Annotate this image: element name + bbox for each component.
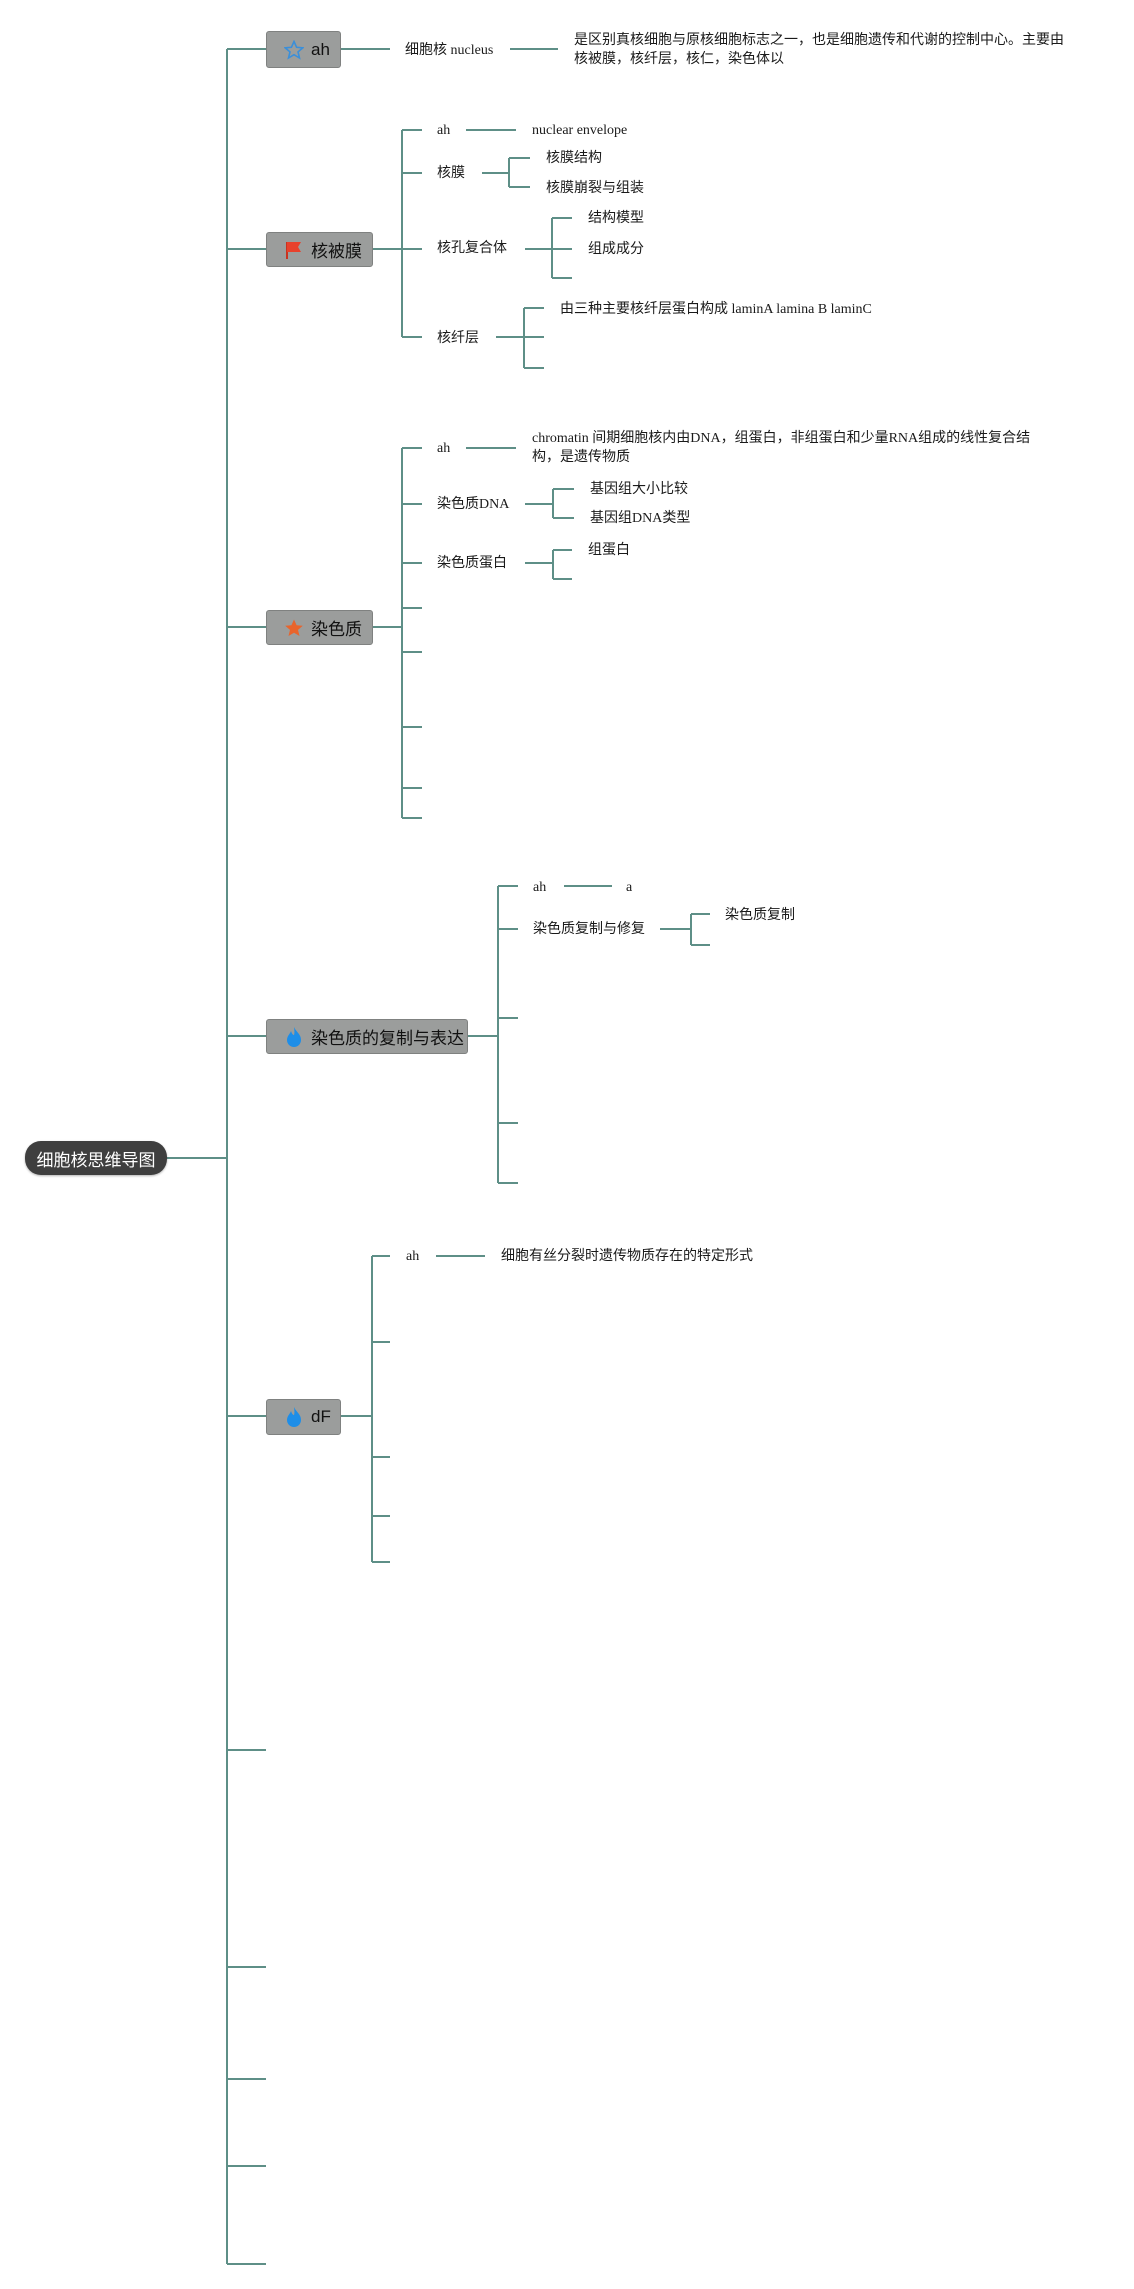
node-histone[interactable]: 组蛋白 — [588, 541, 630, 560]
root-label: 细胞核思维导图 — [36, 1150, 156, 1170]
topic-chromatin[interactable]: 染色质 — [266, 610, 373, 645]
node-label: ah — [437, 123, 451, 138]
node-label: 组蛋白 — [588, 543, 630, 558]
root-node[interactable]: 细胞核思维导图 — [25, 1141, 167, 1175]
node-ah[interactable]: ah — [437, 439, 450, 458]
node-genome-dna-types[interactable]: 基因组DNA类型 — [590, 509, 690, 528]
node-label: 基因组DNA类型 — [590, 511, 691, 526]
node-membrane-breakdown[interactable]: 核膜崩裂与组装 — [546, 179, 644, 198]
node-label: 染色质蛋白 — [437, 556, 507, 571]
node-label: a — [626, 880, 633, 895]
node-label: 染色质复制与修复 — [533, 922, 645, 937]
node-replication-repair[interactable]: 染色质复制与修复 — [533, 920, 645, 939]
node-nuclear-membrane[interactable]: 核膜 — [437, 164, 465, 183]
node-nuclear-lamina[interactable]: 核纤层 — [437, 329, 479, 348]
node-composition[interactable]: 组成成分 — [588, 240, 644, 259]
node-chromatin-protein[interactable]: 染色质蛋白 — [437, 554, 507, 573]
node-label: 细胞有丝分裂时遗传物质存在的特定形式 — [501, 1249, 753, 1264]
node-label: 核膜结构 — [546, 151, 602, 166]
node-label: 是区别真核细胞与原核细胞标志之一，也是细胞遗传和代谢的控制中心。主要由核被膜，核… — [574, 33, 1064, 67]
node-membrane-structure[interactable]: 核膜结构 — [546, 149, 602, 168]
topic-nuclear-envelope[interactable]: 核被膜 — [266, 232, 373, 267]
node-lamin-proteins[interactable]: 由三种主要核纤层蛋白构成 laminA lamina B laminC — [560, 300, 872, 319]
topic-label: 核被膜 — [311, 242, 362, 261]
node-nuclear-envelope-en[interactable]: nuclear envelope — [532, 121, 627, 140]
node-nuclear-pore-complex[interactable]: 核孔复合体 — [437, 239, 507, 258]
node-label: 核孔复合体 — [437, 241, 507, 256]
topic-chromatin-replication[interactable]: 染色质的复制与表达 — [266, 1019, 468, 1054]
node-label: ah — [437, 441, 451, 456]
topic-df[interactable]: dF — [266, 1399, 341, 1435]
node-label: 染色质复制 — [725, 908, 795, 923]
node-label: ah — [533, 880, 547, 895]
node-label: 核膜崩裂与组装 — [546, 181, 644, 196]
node-structure-model[interactable]: 结构模型 — [588, 209, 644, 228]
node-label: 组成成分 — [588, 242, 644, 257]
node-label: 核纤层 — [437, 331, 479, 346]
node-chromatin-replication[interactable]: 染色质复制 — [725, 906, 795, 925]
node-a[interactable]: a — [626, 878, 632, 897]
topic-ah[interactable]: ah — [266, 31, 341, 68]
node-label: 基因组大小比较 — [590, 482, 688, 497]
flame-icon — [283, 1026, 305, 1048]
node-mitotic-genetic-material[interactable]: 细胞有丝分裂时遗传物质存在的特定形式 — [501, 1247, 753, 1266]
node-ah[interactable]: ah — [533, 878, 546, 897]
node-ah[interactable]: ah — [437, 121, 450, 140]
node-chromatin-definition[interactable]: chromatin 间期细胞核内由DNA，组蛋白，非组蛋白和少量RNA组成的线性… — [532, 429, 1042, 467]
node-label: 结构模型 — [588, 211, 644, 226]
node-label: 核膜 — [437, 166, 465, 181]
topic-label: 染色质 — [311, 620, 362, 639]
star-icon — [283, 617, 305, 639]
node-nucleus[interactable]: 细胞核 nucleus — [405, 41, 493, 60]
node-label: ah — [406, 1249, 420, 1264]
node-label: nuclear envelope — [532, 123, 628, 138]
node-label: 细胞核 nucleus — [405, 43, 494, 58]
node-label: 由三种主要核纤层蛋白构成 laminA lamina B laminC — [560, 302, 872, 317]
flag-icon — [283, 239, 305, 261]
flame-icon — [283, 1406, 305, 1428]
node-chromatin-dna[interactable]: 染色质DNA — [437, 495, 509, 514]
node-label: 染色质DNA — [437, 497, 510, 512]
node-nucleus-description[interactable]: 是区别真核细胞与原核细胞标志之一，也是细胞遗传和代谢的控制中心。主要由核被膜，核… — [574, 31, 1074, 69]
topic-label: 染色质的复制与表达 — [311, 1029, 464, 1048]
node-ah[interactable]: ah — [406, 1247, 419, 1266]
node-genome-size[interactable]: 基因组大小比较 — [590, 480, 688, 499]
node-label: chromatin 间期细胞核内由DNA，组蛋白，非组蛋白和少量RNA组成的线性… — [532, 431, 1031, 465]
topic-label: dF — [311, 1407, 331, 1426]
star-outline-icon — [283, 39, 305, 61]
topic-label: ah — [311, 39, 330, 59]
